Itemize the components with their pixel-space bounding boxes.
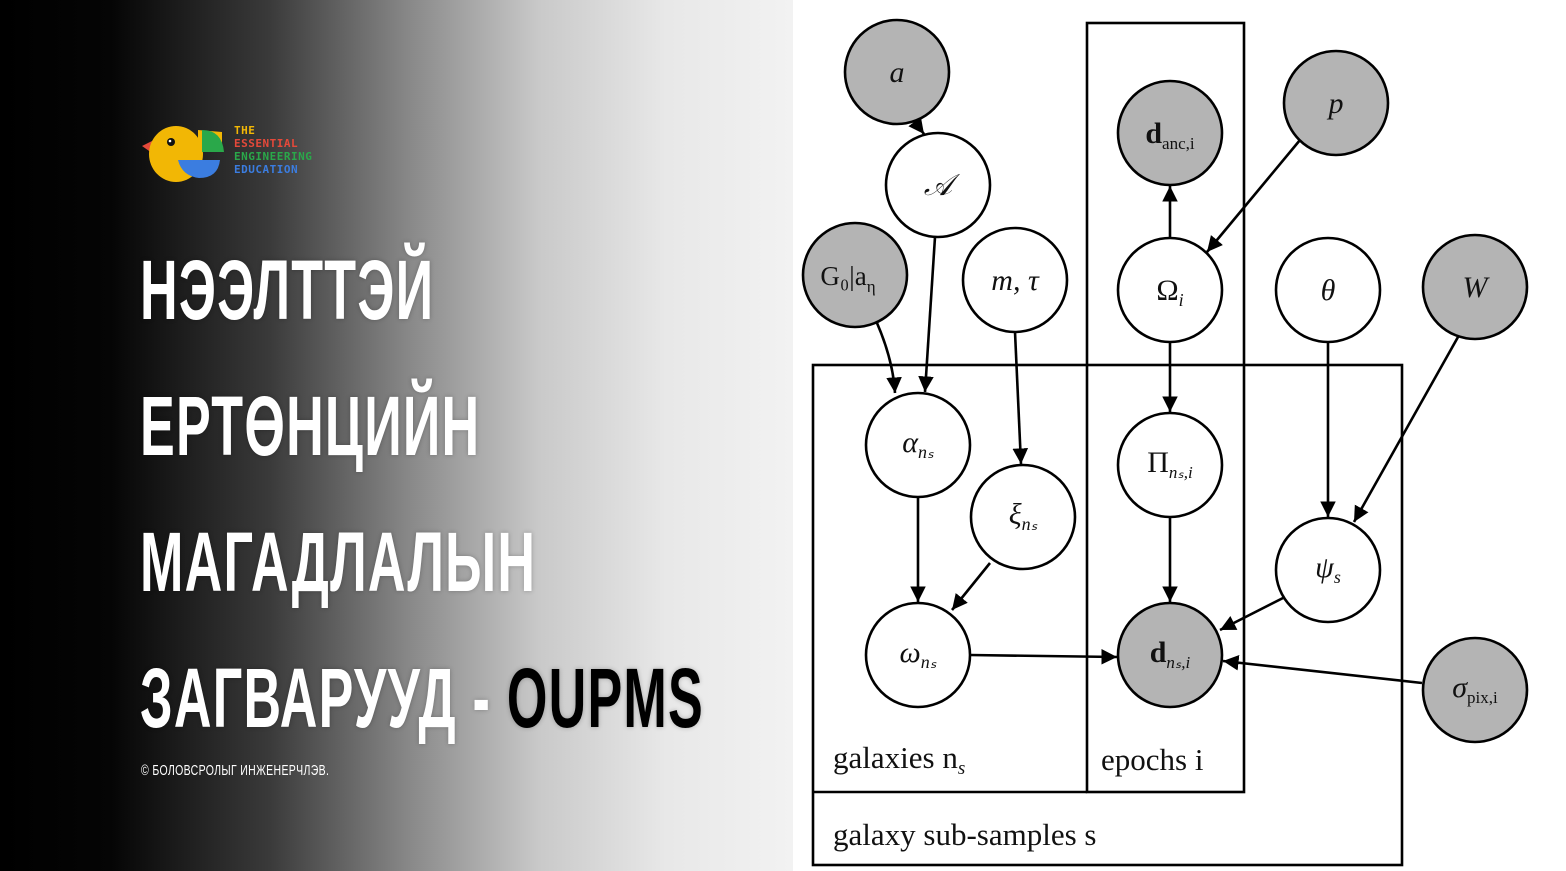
node-A — [884, 131, 992, 239]
title-line-1: НЭЭЛТТЭЙ — [140, 243, 435, 337]
title-line-2: ЕРТӨНЦИЙН — [140, 379, 481, 473]
plate-subsamples — [811, 363, 1404, 867]
node-m-tau — [961, 226, 1069, 334]
title-line-4: ЗАГВАРУУД - OUPMS — [140, 630, 704, 766]
title-line-4-text: ЗАГВАРУУД - — [140, 651, 507, 745]
plate-epochs — [1085, 21, 1246, 794]
node-G0 — [801, 221, 909, 329]
label-m-tau: m, τ — [991, 264, 1040, 297]
nodes — [801, 18, 1529, 744]
node-d-ns — [1116, 601, 1224, 709]
label-alpha: αnₛ — [902, 426, 934, 462]
node-xi — [969, 463, 1077, 571]
node-p — [1282, 49, 1390, 157]
label-psi: ψs — [1315, 551, 1341, 587]
label-W: W — [1463, 271, 1491, 304]
label-xi: ξnₛ — [1009, 498, 1038, 534]
logo-line-essential: ESSENTIAL — [234, 137, 299, 150]
label-p: p — [1327, 87, 1344, 120]
plate-labels: galaxies ns epochs i galaxy sub-samples … — [833, 740, 1204, 852]
logo-line-education: EDUCATION — [234, 163, 299, 176]
plate-label-galaxies: galaxies ns — [833, 740, 965, 779]
plate-label-epochs: epochs i — [1101, 742, 1204, 777]
node-Pi — [1116, 411, 1224, 519]
title-accent: OUPMS — [506, 651, 705, 745]
node-d-anc — [1116, 79, 1224, 187]
edges — [875, 116, 1460, 685]
logo-wordmark: THE ESSENTIAL ENGINEERING EDUCATION — [234, 124, 312, 176]
node-labels: a 𝒜 G₀|aη m, τ danc,i Ωi p θ W αnₛ ξnₛ Π… — [820, 56, 1498, 707]
page-title: НЭЭЛТТЭЙ ЕРТӨНЦИЙН МАГАДЛАЛЫН ЗАГВАРУУД … — [140, 222, 704, 766]
node-sigma — [1421, 636, 1529, 744]
node-omega-ns — [864, 601, 972, 709]
node-a — [843, 18, 951, 126]
label-omega-ns: ωnₛ — [900, 636, 937, 672]
plate-label-subsamples: galaxy sub-samples s — [833, 817, 1096, 852]
copyright-text: © БОЛОВСРОЛЫГ ИНЖЕНЕРЧЛЭВ. — [141, 762, 330, 779]
logo-line-the: THE — [234, 124, 256, 137]
label-omega-i: Ωi — [1156, 274, 1183, 310]
duck-icon — [142, 126, 224, 182]
label-G0: G₀|aη — [820, 261, 875, 296]
gradient-background — [0, 0, 793, 871]
label-d-anc: danc,i — [1145, 117, 1195, 153]
label-theta: θ — [1321, 274, 1336, 307]
plates — [811, 21, 1404, 867]
logo-line-engineering: ENGINEERING — [234, 150, 313, 163]
label-d-ns: dnₛ,i — [1150, 636, 1191, 672]
label-a: a — [890, 56, 905, 89]
label-Pi: Πnₛ,i — [1147, 446, 1193, 482]
node-theta — [1274, 236, 1382, 344]
node-omega-i — [1116, 236, 1224, 344]
node-psi — [1274, 516, 1382, 624]
title-line-3: МАГАДЛАЛЫН — [140, 515, 537, 609]
node-alpha — [864, 391, 972, 499]
label-sigma: σpix,i — [1452, 671, 1498, 707]
node-W — [1421, 233, 1529, 341]
